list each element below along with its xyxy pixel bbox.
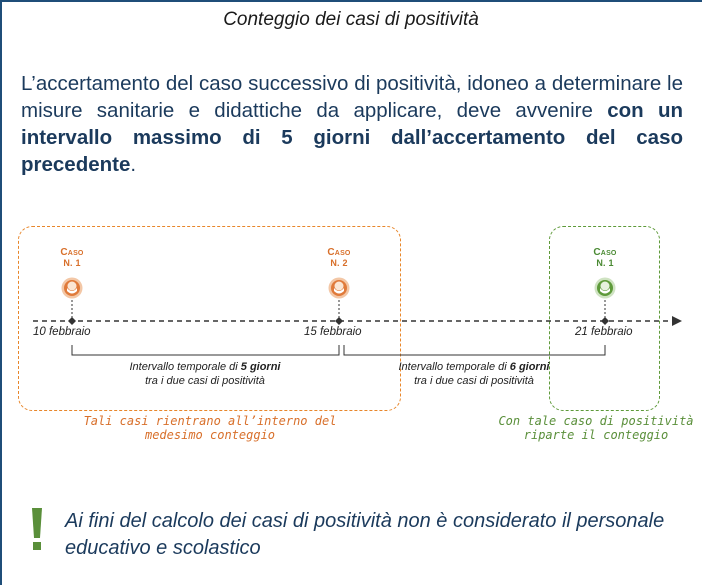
footer-note: Ai fini del calcolo dei casi di positivi… [65,510,665,559]
slide-title: Conteggio dei casi di positività [223,9,479,30]
intro-end: . [130,153,137,176]
timeline-arrowhead [672,316,682,326]
case-1-label: Caso N. 1 [37,247,107,269]
interval-1-label: Intervallo temporale di 5 giorni tra i d… [95,360,315,388]
masked-person-icon [328,277,350,299]
intro-paragraph: L’accertamento del caso successivo di po… [21,70,683,178]
interval-1-bracket [71,345,340,356]
same-count-box [18,226,401,411]
case-3-label-top: Caso [593,247,617,258]
restart-count-note-line2: riparte il conteggio [523,428,669,442]
same-count-note-line1: Tali casi rientrano all’interno del [83,414,337,428]
interval-1-days: 5 giorni [240,361,281,373]
interval-2-days: 6 giorni [509,361,550,373]
case-1-label-bottom: N. 1 [63,258,81,268]
same-count-note: Tali casi rientrano all’interno del mede… [40,414,380,442]
frame-left-border [0,0,2,585]
interval-2-bracket [343,345,606,356]
case-3-date: 21 febbraio [575,326,633,338]
case-3-label-bottom: N. 1 [596,258,614,268]
masked-person-icon [61,277,83,299]
case-1-marker [68,317,76,325]
interval-2-prefix: Intervallo temporale di [398,361,510,373]
intro-bold-text: con un intervallo massimo di 5 giorni da… [21,99,683,176]
case-2-label: Caso N. 2 [304,247,374,269]
interval-2-line2: tra i due casi di positività [414,375,534,387]
case-3-marker [601,317,609,325]
case-3-label: Caso N. 1 [570,247,640,269]
frame-top-border [0,0,702,2]
interval-1-prefix: Intervallo temporale di [129,361,241,373]
case-2-label-bottom: N. 2 [330,258,348,268]
case-2-marker [335,317,343,325]
restart-count-note: Con tale caso di positività riparte il c… [492,414,700,442]
interval-1-line2: tra i due casi di positività [145,375,265,387]
case-1-date: 10 febbraio [33,326,91,338]
intro-text: L’accertamento del caso successivo di po… [21,72,683,122]
case-2-date: 15 febbraio [304,326,362,338]
masked-person-icon [594,277,616,299]
restart-count-box [549,226,660,411]
same-count-note-line2: medesimo conteggio [144,428,276,442]
case-2-label-top: Caso [327,247,351,258]
restart-count-note-line1: Con tale caso di positività [498,414,694,428]
case-1-label-top: Caso [60,247,84,258]
exclamation-icon [32,508,42,550]
interval-2-label: Intervallo temporale di 6 giorni tra i d… [364,360,584,388]
